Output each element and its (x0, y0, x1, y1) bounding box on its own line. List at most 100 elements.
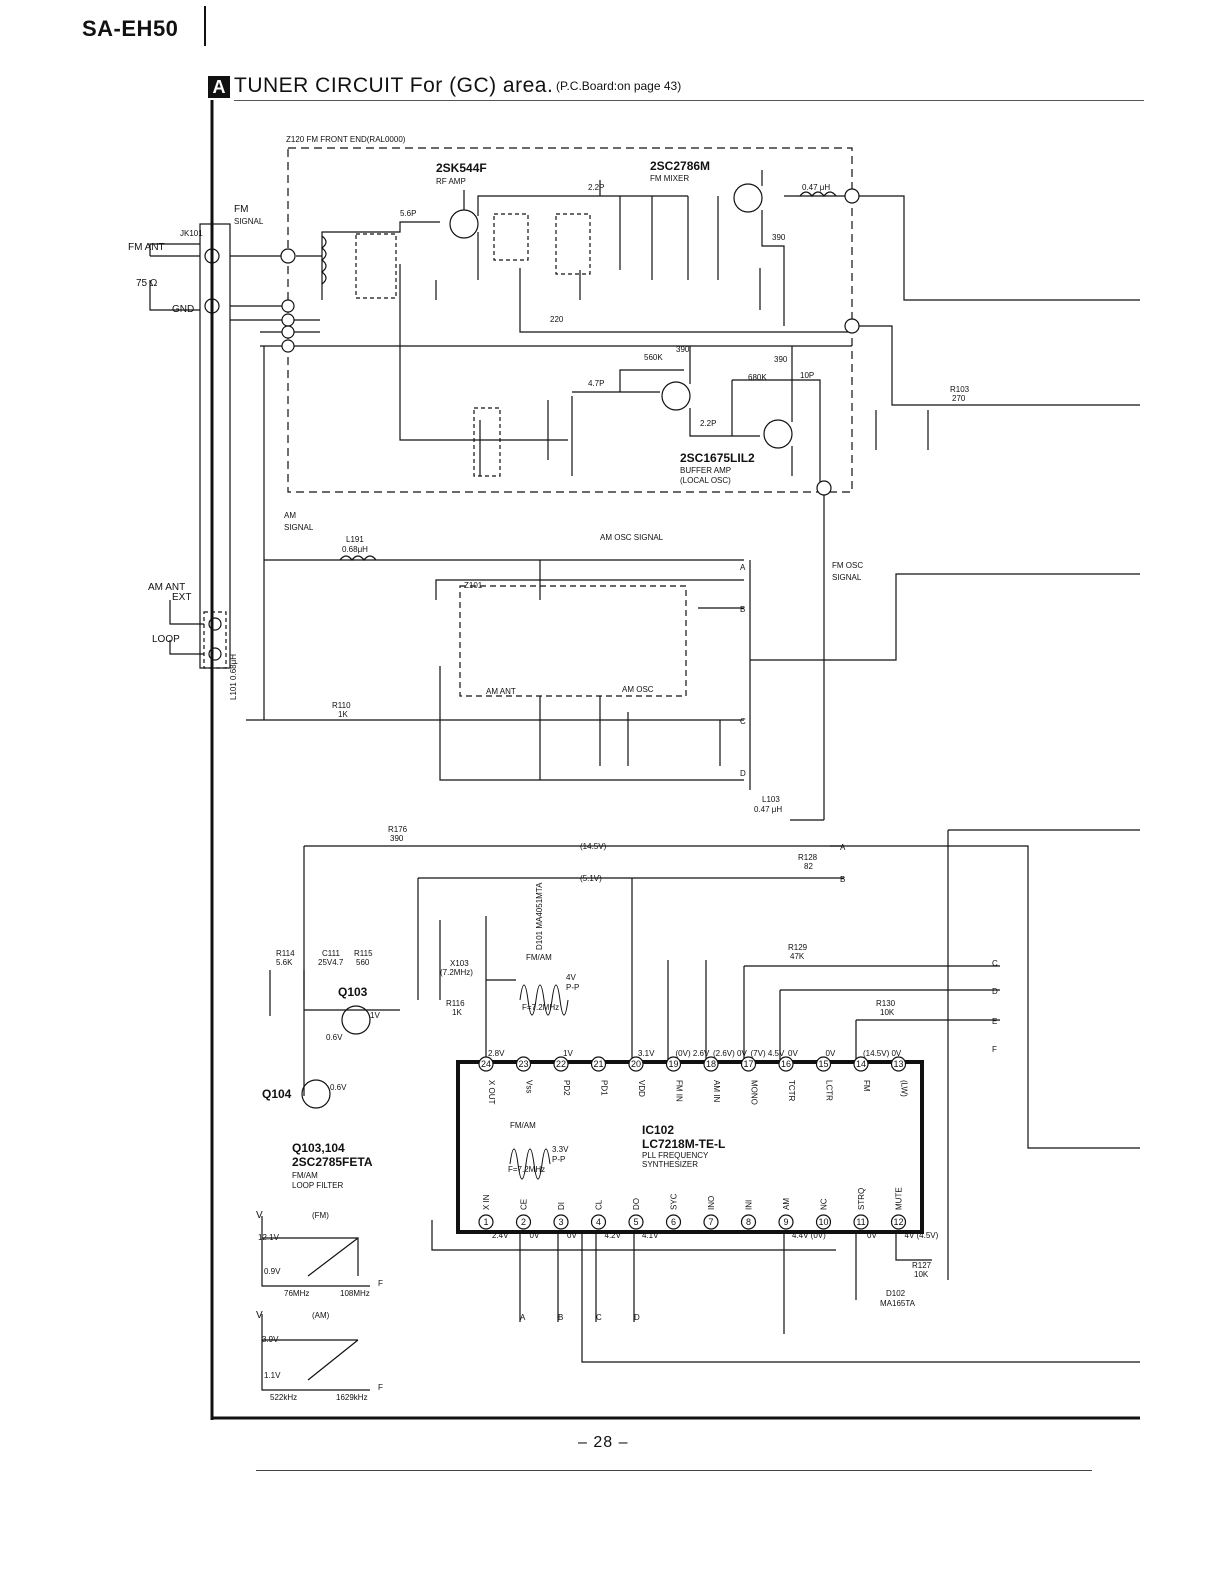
ic-bottom-pin-name: CE (520, 1199, 529, 1210)
gnd-label: GND (172, 304, 194, 315)
ic-top-pin-17 (740, 1056, 757, 1072)
ic-bottom-pin-num: 7 (708, 1217, 713, 1227)
ic-top-pin-num: 24 (481, 1059, 491, 1069)
q104-label: Q104 (262, 1087, 292, 1101)
inductor-047: 0.47 μH (802, 183, 830, 192)
ic-top-pin-num: 14 (856, 1059, 866, 1069)
graph-am-vlow: 1.1V (264, 1371, 281, 1380)
sc1675-label: 2SC1675LIL2 (680, 451, 755, 465)
ic-bottom-pin-10 (815, 1214, 832, 1230)
fm-osc-signal-label: FM OSC (832, 561, 863, 570)
bus-c: C (992, 959, 998, 968)
r114-label: R114 (276, 949, 295, 958)
bus-d: D (992, 987, 998, 996)
ic-bottom-pin-num: 10 (818, 1217, 828, 1227)
ic-top-pin-name: MONO (750, 1080, 759, 1105)
ic-bottom-pin-name: MUTE (895, 1187, 904, 1210)
d101-label: D101 MA4051MTA (535, 882, 544, 950)
q103-voltage: 1V (370, 1011, 380, 1020)
page-title: TUNER CIRCUIT For (GC) area. (234, 74, 554, 97)
ic-bottom-pin-num: 3 (558, 1217, 563, 1227)
ic-bottom-pin-name: INI (745, 1200, 754, 1210)
graph-fm-vlow: 0.9V (264, 1267, 281, 1276)
model-name: SA-EH50 (82, 16, 179, 41)
ext-label: EXT (172, 592, 191, 603)
ic-top-pin-voltage: 0V (788, 1049, 798, 1058)
graph-fm-fhigh: 108MHz (340, 1289, 370, 1298)
ic-top-pin-voltage: (14.5V) 0V (863, 1049, 902, 1058)
ic102-part: LC7218M-TE-L (642, 1137, 725, 1151)
bus-c-top: C (740, 717, 746, 726)
sc2786-label: 2SC2786M (650, 159, 710, 173)
ic-top-pin-14 (853, 1056, 869, 1072)
r130-value: 10K (880, 1008, 895, 1017)
graph-fm-mode: (FM) (312, 1211, 329, 1220)
ic-bottom-pin-num: 12 (893, 1217, 903, 1227)
gnd-screw (204, 298, 220, 314)
r176-label: R176 (388, 825, 408, 834)
sc1675-desc2: (LOCAL OSC) (680, 476, 731, 485)
bus-e: E (992, 1017, 997, 1026)
fm-ant-screw (204, 248, 220, 264)
ic-bottom-pin-name: X IN (482, 1194, 491, 1210)
bus-c-bottom: C (596, 1313, 602, 1322)
r110-label: R110 (332, 701, 351, 710)
ic-bottom-pin-num: 9 (783, 1217, 788, 1227)
ic-top-pin-19 (665, 1056, 682, 1072)
ic-bottom-pin-name: CL (595, 1199, 604, 1210)
d102-label: D102 (886, 1289, 906, 1298)
ic-bottom-pin-num: 6 (671, 1217, 676, 1227)
ic-top-pin-name: X OUT (487, 1080, 496, 1105)
ic-top-pin-voltage: (2.6V) 0V (713, 1049, 747, 1058)
ic-bottom-pin-num: 4 (596, 1217, 601, 1227)
loop-label: LOOP (152, 634, 180, 645)
res-220: 220 (550, 315, 564, 324)
r129-label: R129 (788, 943, 808, 952)
waveform-top (519, 984, 569, 1016)
graph-fm-vhigh: 12.1V (258, 1233, 280, 1242)
graph-am-flow: 522kHz (270, 1393, 297, 1402)
bottom-rule (256, 1470, 1092, 1471)
fm-ant-label: FM ANT (128, 242, 165, 253)
ic-top-pin-num: 23 (518, 1059, 528, 1069)
ic-bottom-pin-num: 2 (521, 1217, 526, 1227)
ic-top-pin-18 (703, 1056, 719, 1072)
ic-top-pin-voltage: 2.8V (488, 1049, 505, 1058)
l103-value: 0.47 μH (754, 805, 782, 814)
ic-top-pin-name: FM (862, 1080, 871, 1092)
ic-top-pin-name: PD2 (562, 1080, 571, 1096)
bus-b: B (840, 875, 845, 884)
ic102-label: IC102 (642, 1123, 674, 1137)
ic-top-pin-22 (553, 1056, 569, 1072)
ic-top-pin-voltage: 1V (563, 1049, 573, 1058)
r129-value: 47K (790, 952, 805, 961)
res-390b: 390 (676, 345, 690, 354)
rail-14v5: (14.5V) (580, 842, 607, 851)
ic-top-pin-num: 15 (818, 1059, 828, 1069)
loop-screw (208, 647, 222, 661)
r116-value: 1K (452, 1008, 462, 1017)
ohm-label: 75 Ω (136, 278, 158, 289)
ic-bottom-pin-5 (628, 1214, 644, 1230)
c111-label: C111 (322, 949, 340, 958)
graph-fm-f: F (378, 1279, 383, 1288)
ic-bottom-pin-11 (853, 1214, 869, 1230)
x103-value: (7.2MHz) (440, 968, 473, 977)
ic-top-pin-num: 16 (781, 1059, 791, 1069)
ic-top-pin-16 (778, 1056, 794, 1072)
ic-top-pin-num: 17 (743, 1059, 753, 1069)
wave-freq-2: F=7.2MHz (508, 1165, 545, 1174)
r176-value: 390 (390, 834, 404, 843)
ic-bottom-pin-voltage: 4.4V (0V) (792, 1231, 826, 1240)
am-signal-label-2: SIGNAL (284, 523, 314, 532)
res-560k: 560K (644, 353, 663, 362)
ic-top-pin-name: PD1 (600, 1080, 609, 1096)
waveform-bottom (509, 1148, 551, 1180)
r128-label: R128 (798, 853, 818, 862)
ic-top-pin-num: 13 (893, 1059, 903, 1069)
ic-bottom-pin-num: 5 (633, 1217, 638, 1227)
q103-label: Q103 (338, 985, 368, 999)
bus-b-bottom: B (558, 1313, 563, 1322)
x103-label: X103 (450, 959, 469, 968)
jk101-label: JK101 (180, 229, 203, 238)
